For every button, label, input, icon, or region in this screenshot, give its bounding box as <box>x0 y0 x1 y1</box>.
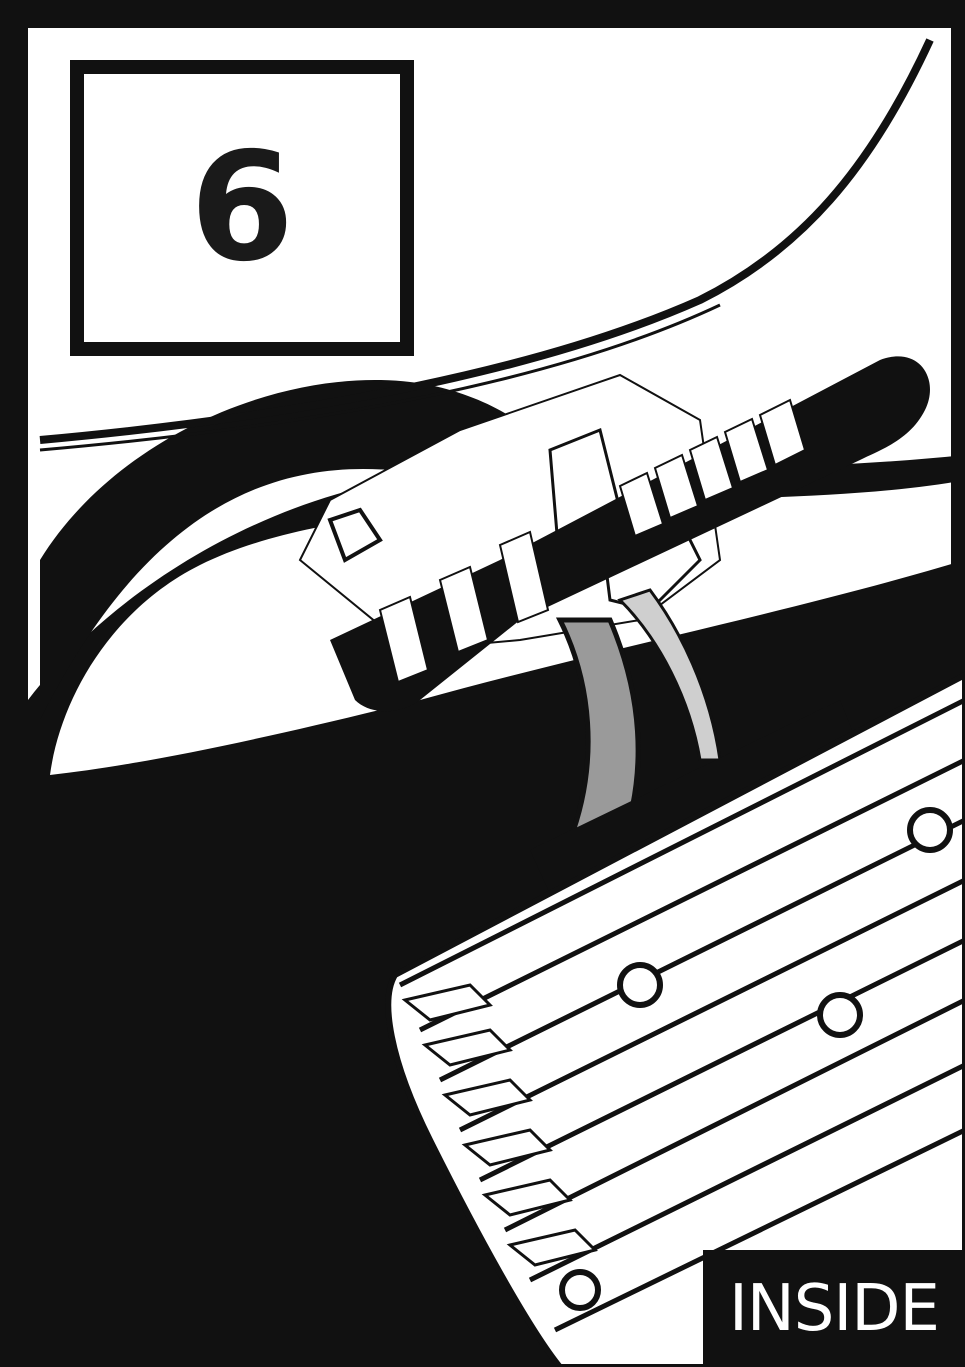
step-number-box: 6 <box>70 60 414 356</box>
inside-label: INSIDE <box>703 1250 965 1367</box>
